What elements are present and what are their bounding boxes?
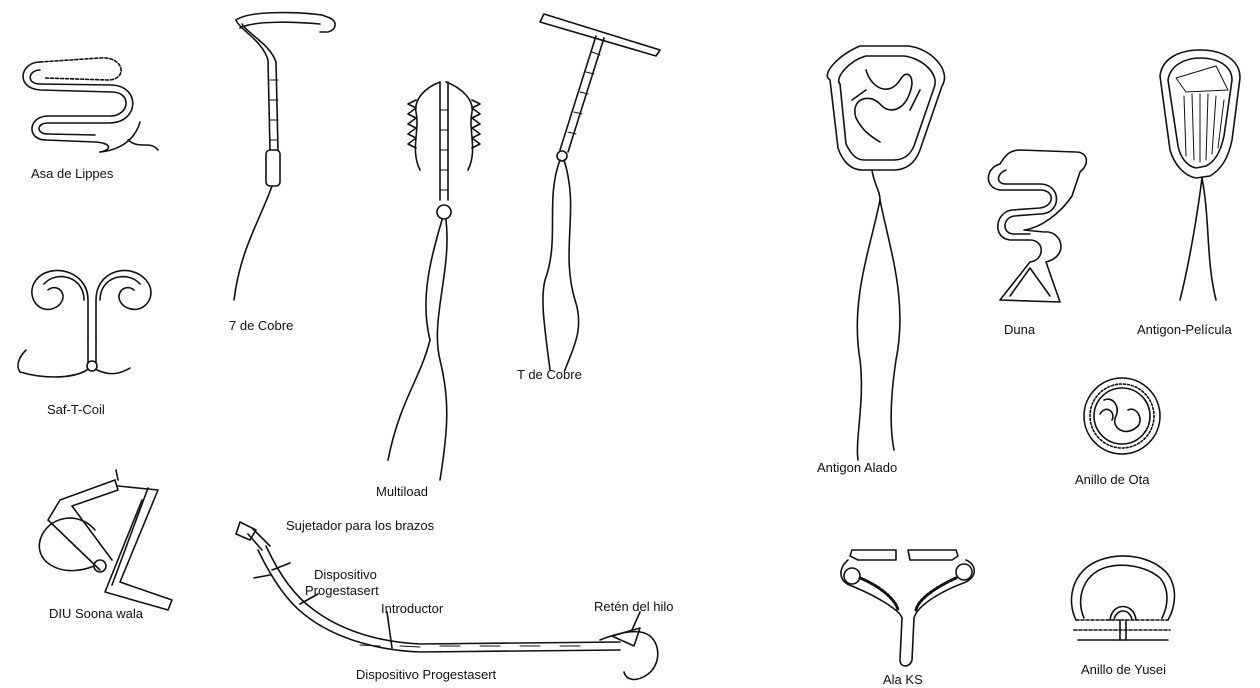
label-anillo-de-yusei: Anillo de Yusei bbox=[1081, 662, 1166, 677]
label-saf-t-coil: Saf-T-Coil bbox=[47, 402, 105, 417]
label-duna: Duna bbox=[1004, 322, 1035, 337]
ota-ring-figure bbox=[1084, 378, 1160, 454]
soonawala-figure bbox=[39, 470, 172, 610]
label-ala-ks: Ala KS bbox=[883, 672, 923, 687]
ala-ks-figure bbox=[841, 550, 974, 666]
label-dispositivo-progestasert: Dispositivo Progestasert bbox=[356, 667, 496, 682]
label-asa-de-lippes: Asa de Lippes bbox=[31, 166, 113, 181]
label-introductor: Introductor bbox=[381, 601, 443, 616]
label-t-de-cobre: T de Cobre bbox=[517, 367, 582, 382]
lippes-loop-figure bbox=[23, 58, 158, 152]
label-diu-soonawala: DIU Soona wala bbox=[49, 606, 143, 621]
label-antigon-alado: Antigon Alado bbox=[817, 460, 897, 475]
multiload-figure bbox=[388, 82, 480, 480]
label-dispositivo: Dispositivo bbox=[314, 567, 377, 582]
label-7-de-cobre: 7 de Cobre bbox=[229, 318, 293, 333]
label-progestasert: Progestasert bbox=[305, 583, 379, 598]
copper-7-figure-1 bbox=[234, 13, 335, 300]
duna-figure bbox=[988, 150, 1086, 302]
label-sujetador: Sujetador para los brazos bbox=[286, 518, 434, 533]
label-antigon-pelicula: Antigon-Película bbox=[1137, 322, 1232, 337]
antigon-pelicula-figure bbox=[1160, 50, 1240, 300]
label-anillo-de-ota: Anillo de Ota bbox=[1075, 472, 1149, 487]
label-reten-del-hilo: Retén del hilo bbox=[594, 599, 674, 614]
saf-t-coil-figure bbox=[18, 270, 151, 377]
yusei-ring-figure bbox=[1071, 556, 1174, 640]
antigon-alado-figure bbox=[827, 46, 944, 460]
copper-t-figure bbox=[540, 14, 660, 370]
label-multiload: Multiload bbox=[376, 484, 428, 499]
